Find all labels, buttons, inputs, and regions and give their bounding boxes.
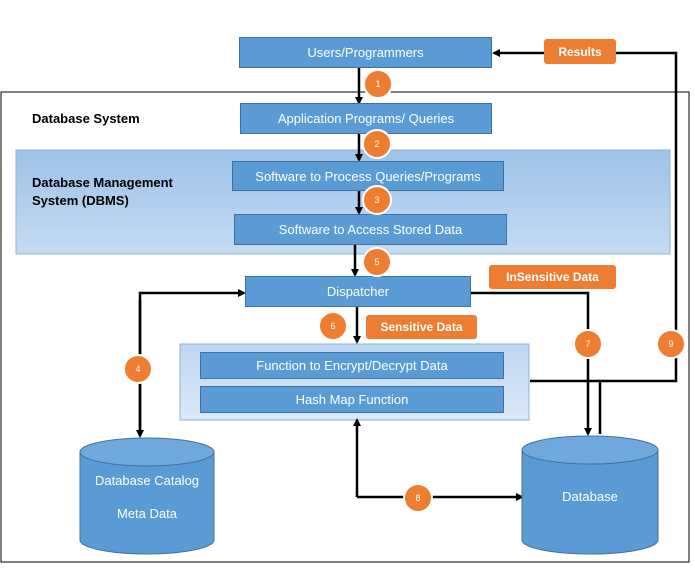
step-4-badge: 4: [123, 354, 153, 384]
access-software-box[interactable]: Software to Access Stored Data: [234, 214, 507, 245]
users-box[interactable]: Users/Programmers: [239, 37, 492, 68]
step-2-badge: 2: [362, 129, 392, 159]
step-8-badge: 8: [403, 483, 433, 513]
app-programs-box[interactable]: Application Programs/ Queries: [240, 103, 492, 134]
dbms-label: Database Management System (DBMS): [32, 175, 173, 208]
step-3-badge: 3: [362, 185, 392, 215]
catalog-label-line1: Database Catalog: [94, 473, 200, 488]
arrow-7-path: [470, 291, 592, 436]
step-9-badge: 9: [656, 329, 686, 359]
database-cylinder: [521, 435, 659, 555]
step-1-badge: 1: [363, 69, 393, 99]
results-tag: Results: [544, 39, 616, 64]
catalog-cylinder: [79, 437, 215, 555]
sensitive-tag: Sensitive Data: [366, 315, 477, 339]
encrypt-box[interactable]: Function to Encrypt/Decrypt Data: [200, 352, 504, 379]
catalog-label-line2: Meta Data: [117, 506, 177, 521]
database-system-label: Database System: [32, 111, 140, 126]
step-5-badge: 5: [362, 247, 392, 277]
database-system-frame: [0, 91, 690, 563]
step-6-badge: 6: [318, 311, 348, 341]
step-7-badge: 7: [573, 329, 603, 359]
process-software-box[interactable]: Software to Process Queries/Programs: [232, 161, 504, 191]
hashmap-box[interactable]: Hash Map Function: [200, 386, 504, 413]
database-label: Database: [562, 489, 618, 504]
dispatcher-box[interactable]: Dispatcher: [245, 276, 471, 307]
insensitive-tag: InSensitive Data: [489, 265, 616, 289]
